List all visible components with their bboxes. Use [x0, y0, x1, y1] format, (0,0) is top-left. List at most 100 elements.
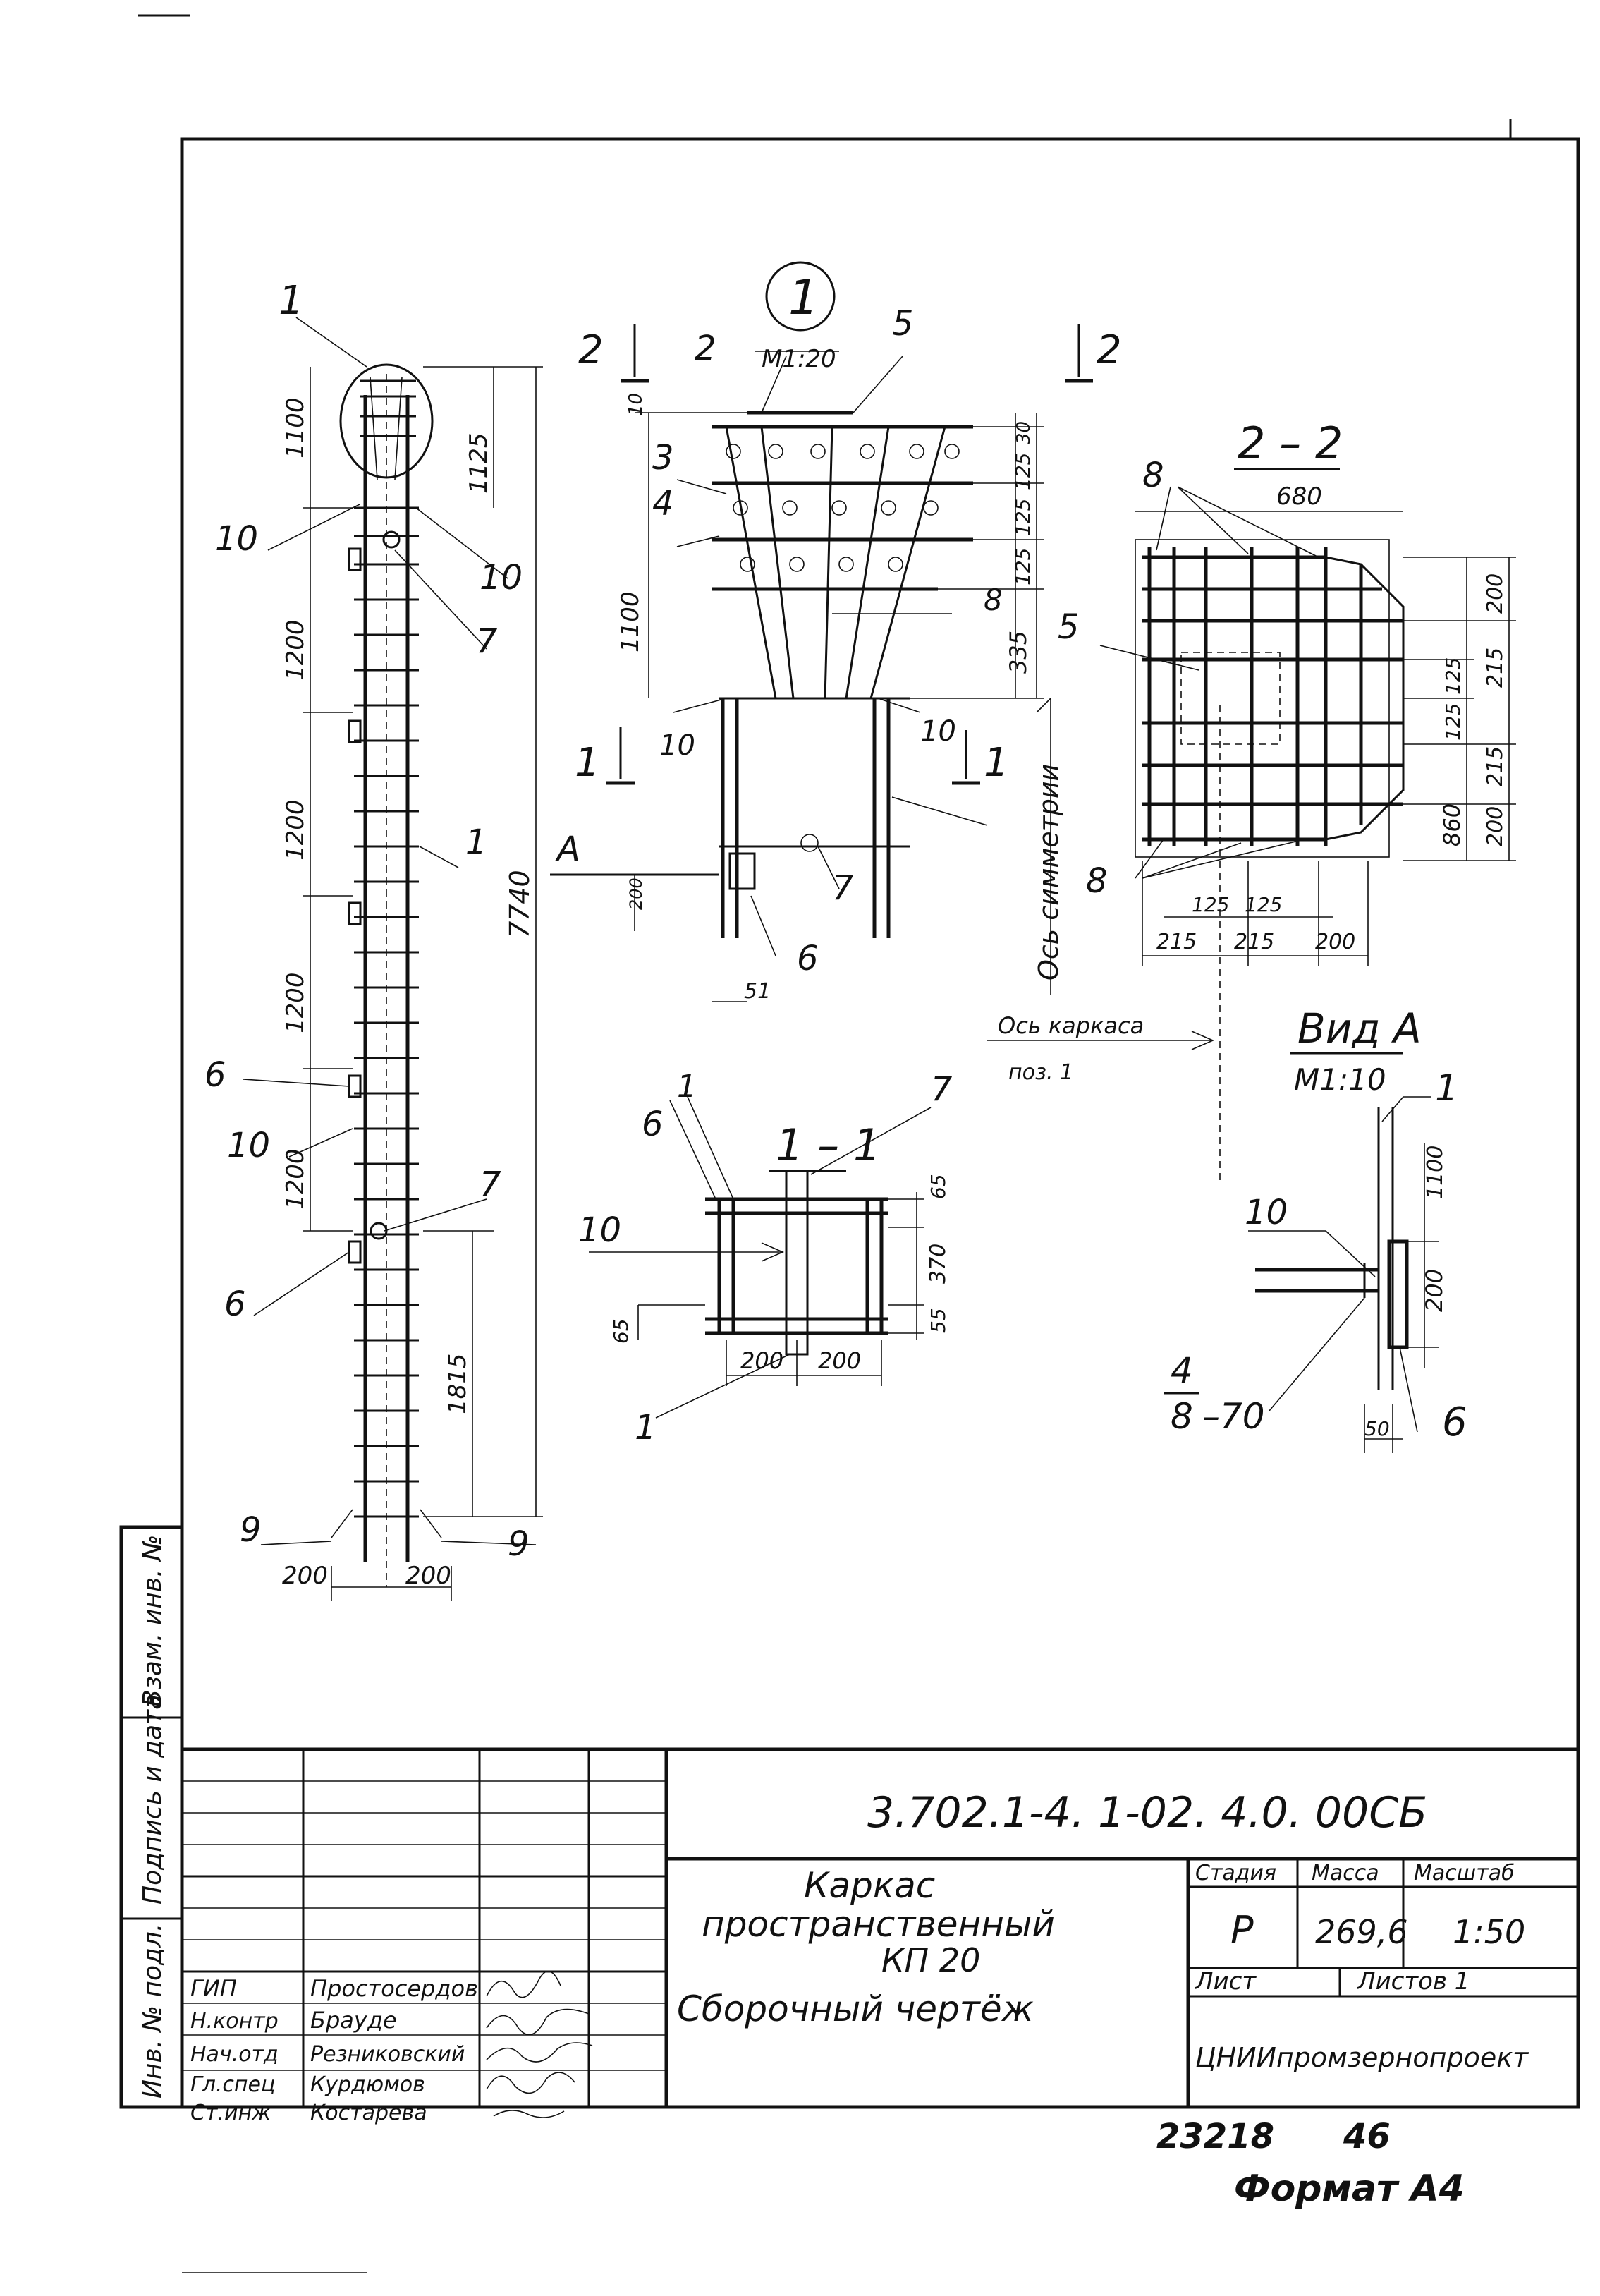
plate-6 [1387, 1239, 1409, 1349]
node-1-marker-circle [765, 261, 836, 332]
s11-pos-1-bot: 1 [635, 1408, 657, 1447]
node-1-pos-10-right: 10 [920, 715, 956, 748]
col-label-pos-1: 1 [465, 822, 487, 862]
plate-6 [348, 901, 362, 925]
node-1-dim-125-a: 125 [1011, 453, 1034, 490]
s11-dim-55: 55 [927, 1308, 950, 1333]
mass-value: 269,6 [1315, 1913, 1408, 1951]
s22-dim-125-a: 125 [1441, 657, 1465, 695]
side-label-sign-date: Подпись и дата [138, 1694, 167, 1905]
side-strip: Взам. инв. № Подпись и дата Инв. № подл. [119, 1525, 184, 2109]
view-a [1248, 1052, 1439, 1453]
s22-dim-215-b: 215 [1483, 746, 1508, 786]
node-1-section-1-left: 1 [575, 740, 600, 786]
node-1-view [550, 261, 1221, 1185]
title-line-4: Сборочный чертёж [677, 1988, 1034, 2029]
lifting-loop-7 [370, 1222, 388, 1240]
view-a-pos-6: 6 [1442, 1399, 1467, 1445]
scale-header: Масштаб [1414, 1861, 1515, 1885]
role-4: Ст.инж [190, 2101, 271, 2125]
col-label-10-right: 10 [480, 558, 523, 597]
node-1-axis-symmetry: Ось симметрии [1033, 764, 1064, 980]
s22-dim-860: 860 [1439, 803, 1465, 846]
s22-pos-8-top: 8 [1142, 456, 1164, 495]
view-a-pos-1: 1 [1435, 1067, 1458, 1110]
col-label-6-a: 6 [204, 1055, 226, 1095]
s22-pos-8-bot: 8 [1086, 861, 1108, 901]
s11-dim-65-a: 65 [927, 1174, 950, 1199]
node-1-pos-6: 6 [797, 939, 819, 978]
s22-dim-215-a: 215 [1483, 648, 1508, 688]
col-dim-1100: 1100 [281, 397, 310, 458]
name-1: Брауде [310, 2007, 397, 2034]
node-1-section-2-right: 2 [1097, 327, 1122, 373]
signature [486, 2072, 575, 2094]
signature [493, 2110, 565, 2118]
node-1-pos-8: 8 [984, 583, 1003, 617]
col-label-10-left: 10 [215, 519, 258, 559]
role-0: ГИП [190, 1975, 237, 2002]
node-1-axis-frame-pos: поз. 1 [1008, 1060, 1073, 1085]
node-1-section-2-left: 2 [578, 327, 604, 373]
col-dim-1815: 1815 [444, 1353, 472, 1414]
node-1-dim-200: 200 [626, 877, 646, 910]
role-1: Н.контр [190, 2009, 279, 2034]
plate-6 [348, 719, 362, 743]
col-label-6-b: 6 [224, 1284, 246, 1324]
stage-value: Р [1230, 1908, 1254, 1952]
node-1-dim-125-b: 125 [1011, 499, 1034, 536]
column-view [243, 317, 543, 1601]
footer-number: 23218 [1156, 2117, 1274, 2156]
name-3: Курдюмов [310, 2072, 425, 2097]
node-1-marker: 1 [788, 270, 819, 326]
col-dim-1200-b: 1200 [281, 799, 310, 861]
node-1-pos-7: 7 [832, 868, 854, 908]
view-a-dim-50: 50 [1364, 1417, 1390, 1440]
node-1-dim-125-c: 125 [1011, 548, 1034, 585]
col-dim-1200-a: 1200 [281, 619, 310, 681]
col-label-7-top: 7 [476, 621, 498, 661]
node-1-pos-5: 5 [892, 304, 914, 344]
title-block [182, 1747, 1578, 2107]
col-dim-200-left: 200 [282, 1562, 328, 1590]
format-label: Формат А4 [1234, 2168, 1465, 2210]
section-2-2-view [1099, 468, 1516, 966]
col-label-9-right: 9 [508, 1524, 530, 1564]
col-label-10-mid: 10 [227, 1126, 270, 1165]
s22-dim-125-d: 125 [1245, 893, 1282, 916]
signature [486, 2042, 593, 2063]
scale-value: 1:50 [1453, 1913, 1525, 1951]
section-1-1-title: 1 – 1 [776, 1119, 881, 1171]
s22-dim-215-d: 215 [1234, 930, 1274, 954]
name-4: Костарева [310, 2101, 427, 2125]
name-0: Простосердов [310, 1975, 478, 2002]
s11-pos-1-top: 1 [677, 1069, 697, 1105]
view-a-weld-len: –70 [1202, 1396, 1265, 1437]
node-1-view-a: А [555, 830, 580, 869]
node-1-dim-335: 335 [1005, 631, 1032, 674]
view-a-dim-200: 200 [1421, 1269, 1448, 1312]
s22-dim-200-c: 200 [1315, 930, 1355, 954]
s22-pos-5: 5 [1058, 607, 1080, 647]
side-label-inv-sub: Инв. № подл. [138, 1924, 167, 2098]
base-plate-5 [1180, 652, 1281, 745]
section-1-1-view [589, 1096, 932, 1419]
lifting-loop-7 [382, 530, 401, 549]
column-hoops [354, 506, 419, 1518]
node-1-pos-4: 4 [652, 484, 674, 523]
node-1-dim-51: 51 [744, 979, 771, 1004]
node-1-pos-10-left: 10 [659, 729, 695, 762]
title-line-1: Каркас [804, 1865, 935, 1906]
sheets-label: Листов 1 [1356, 1967, 1470, 1996]
col-dim-7740: 7740 [504, 870, 535, 938]
node-1-callout [339, 363, 434, 479]
view-a-dim-1100: 1100 [1423, 1146, 1448, 1199]
node-1-scale: М1:20 [762, 345, 836, 373]
s22-dim-200-b: 200 [1483, 806, 1508, 846]
col-label-9-left: 9 [240, 1510, 262, 1550]
doc-code: 3.702.1-4. 1-02. 4.0. 00СБ [867, 1788, 1427, 1838]
signature [486, 2008, 590, 2036]
footer-page: 46 [1343, 2117, 1391, 2156]
sheet-label: Лист [1194, 1967, 1257, 1996]
